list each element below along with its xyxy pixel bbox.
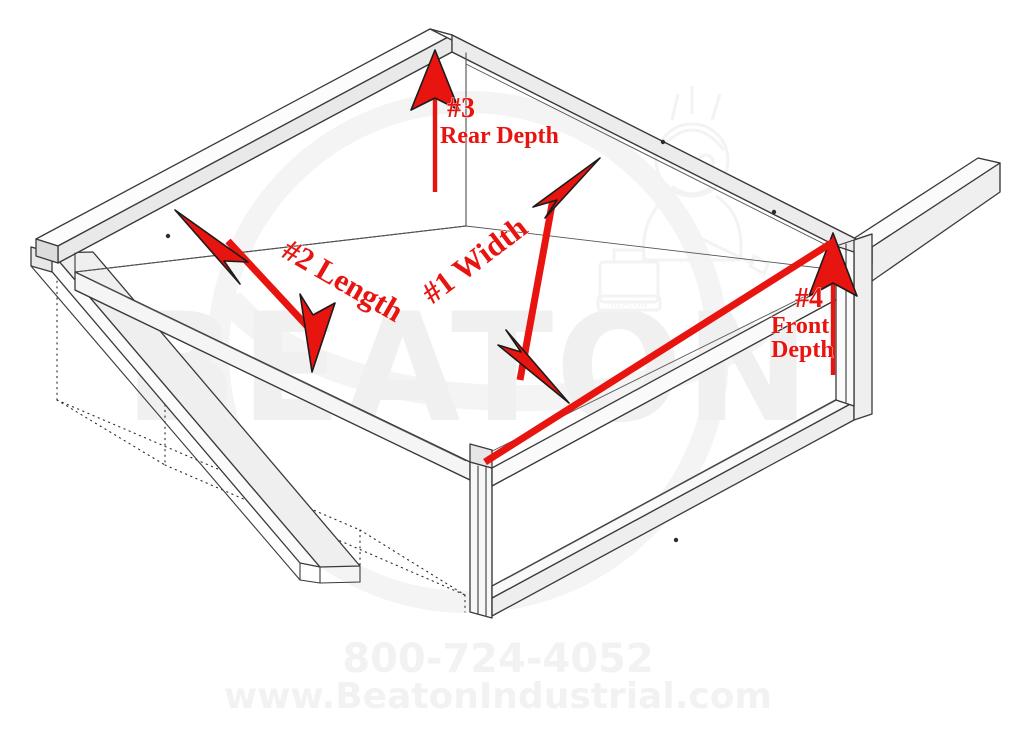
measurement-4-name-line2: Depth	[771, 337, 834, 363]
length-arrow-head-upper	[174, 209, 249, 285]
footer-website: www.BeatonIndustrial.com	[224, 676, 772, 717]
rear-depth-arrow-head	[410, 49, 460, 111]
rivet	[660, 139, 666, 145]
front-depth-leader-line	[483, 239, 835, 465]
footer-phone: 800-724-4052	[342, 636, 654, 682]
width-arrow-head-lower	[497, 329, 570, 404]
rivet	[673, 537, 679, 543]
svg-text:BEATON: BEATON	[611, 300, 648, 310]
measurement-3-name: Rear Depth	[440, 123, 559, 149]
left-slide-rail	[30, 246, 361, 584]
rivet	[771, 209, 777, 215]
measurement-4-number: #4	[795, 283, 823, 314]
width-arrow-shaft	[516, 198, 557, 381]
measurement-4-name-line1: Front	[771, 313, 829, 339]
width-arrow-head-upper	[532, 157, 601, 219]
length-arrow-head-lower	[299, 293, 336, 373]
measurement-3-rear-depth: #3 Rear Depth	[410, 49, 559, 192]
rivet	[165, 233, 171, 239]
drawer-front-panel	[469, 443, 493, 619]
drawer-assembly	[30, 28, 1001, 619]
footer-contact: 800-724-4052 www.BeatonIndustrial.com	[224, 636, 772, 717]
measurement-4-front-depth: #4 Front Depth	[483, 232, 858, 465]
front-depth-arrow-head	[808, 232, 858, 297]
measurement-3-number: #3	[447, 93, 475, 124]
